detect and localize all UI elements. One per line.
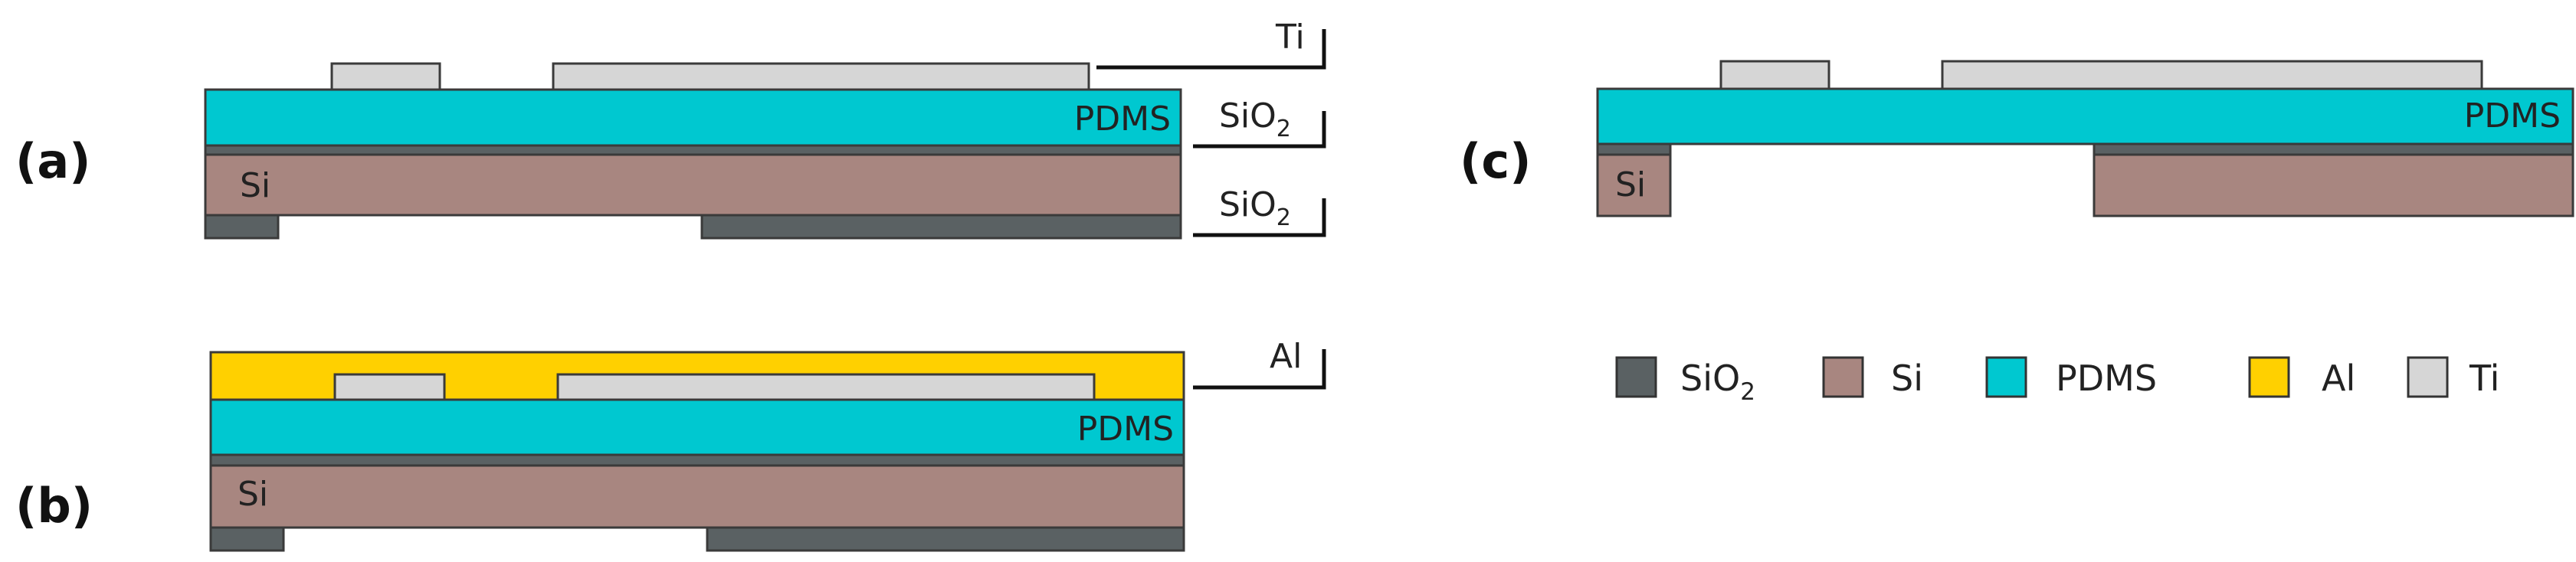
legend-item-sio2: SiO2 <box>1615 356 1755 406</box>
callout-sio2-upper-label: SiO2 <box>1219 96 1291 142</box>
callout-sio2-lower: SiO2 <box>1193 185 1326 237</box>
pdms-membrane <box>1596 87 2574 145</box>
si-label: Si <box>240 166 270 205</box>
ti-pad-left <box>330 62 441 91</box>
legend-swatch-al <box>2248 356 2290 398</box>
legend-item-al: Al <box>2248 356 2355 399</box>
si-substrate <box>204 153 1182 217</box>
si-label: Si <box>238 475 268 514</box>
pdms-layer <box>209 398 1185 456</box>
sio2-remaining-left <box>1596 142 1672 156</box>
callout-ti: Ti <box>1096 18 1326 70</box>
legend: SiO2 Si PDMS Al Ti <box>1615 356 2499 406</box>
ti-pad-right <box>556 373 1096 401</box>
legend-swatch-ti <box>2407 356 2449 398</box>
sio2-remaining-right <box>2093 142 2574 156</box>
legend-swatch-sio2 <box>1615 356 1657 398</box>
legend-label-si: Si <box>1891 358 1923 399</box>
ti-pad-right <box>552 62 1090 91</box>
sio2-bottom-mask-right <box>700 214 1182 240</box>
ti-pad-left <box>333 373 446 401</box>
callout-sio2-upper: SiO2 <box>1193 96 1326 149</box>
legend-swatch-pdms <box>1985 356 2027 398</box>
legend-label-ti: Ti <box>2469 358 2499 399</box>
callout-sio2-lower-label: SiO2 <box>1219 185 1291 231</box>
pdms-label: PDMS <box>2464 96 2561 136</box>
panel-a-label: (a) <box>15 133 91 189</box>
sio2-bottom-mask-right <box>706 526 1185 552</box>
si-remaining-left <box>1596 153 1672 217</box>
pdms-label: PDMS <box>1077 410 1174 449</box>
legend-swatch-si <box>1822 356 1864 398</box>
sio2-top-layer <box>209 453 1185 467</box>
panel-b: (b) PDMS Si Al <box>15 337 1326 552</box>
sio2-bottom-mask-left <box>209 526 285 552</box>
legend-item-ti: Ti <box>2407 356 2499 399</box>
legend-label-pdms: PDMS <box>2056 358 2157 399</box>
callout-al-label: Al <box>1270 337 1302 376</box>
legend-label-al: Al <box>2322 358 2355 399</box>
legend-item-pdms: PDMS <box>1985 356 2157 399</box>
panel-c: (c) PDMS Si <box>1460 60 2574 217</box>
callout-ti-label: Ti <box>1275 18 1305 57</box>
ti-pad-left <box>1719 60 1830 90</box>
legend-item-si: Si <box>1822 356 1923 399</box>
panel-a: (a) PDMS Si Ti SiO2 SiO2 <box>15 18 1326 240</box>
si-remaining-right <box>2093 153 2574 217</box>
sio2-bottom-mask-left <box>204 214 280 240</box>
pdms-label: PDMS <box>1074 100 1171 139</box>
legend-label-sio2: SiO2 <box>1680 358 1755 406</box>
panel-b-label: (b) <box>15 478 93 534</box>
sio2-top-layer <box>204 144 1182 156</box>
ti-pad-right <box>1941 60 2483 90</box>
callout-al: Al <box>1193 337 1326 390</box>
pdms-layer <box>204 88 1182 147</box>
si-substrate <box>209 464 1185 529</box>
panel-c-label: (c) <box>1460 133 1531 189</box>
si-label: Si <box>1615 165 1646 204</box>
